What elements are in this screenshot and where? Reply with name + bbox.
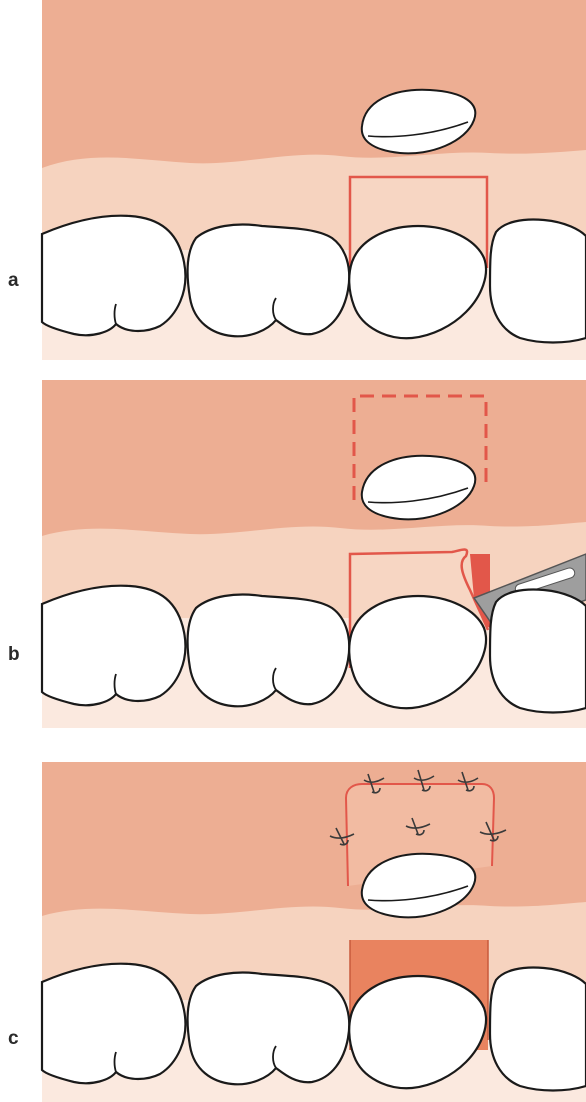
panel-c-illustration: [0, 740, 586, 1102]
panel-b-illustration: [0, 368, 586, 728]
panel-c: c: [0, 740, 586, 1102]
panel-a: a: [0, 0, 586, 360]
tooth-2: [188, 225, 350, 337]
panel-a-illustration: [0, 0, 586, 360]
panel-label-b: b: [8, 644, 20, 666]
panel-b: b: [0, 368, 586, 728]
tooth-4: [490, 220, 586, 343]
panel-label-c: c: [8, 1028, 19, 1050]
panel-label-a: a: [8, 270, 19, 292]
